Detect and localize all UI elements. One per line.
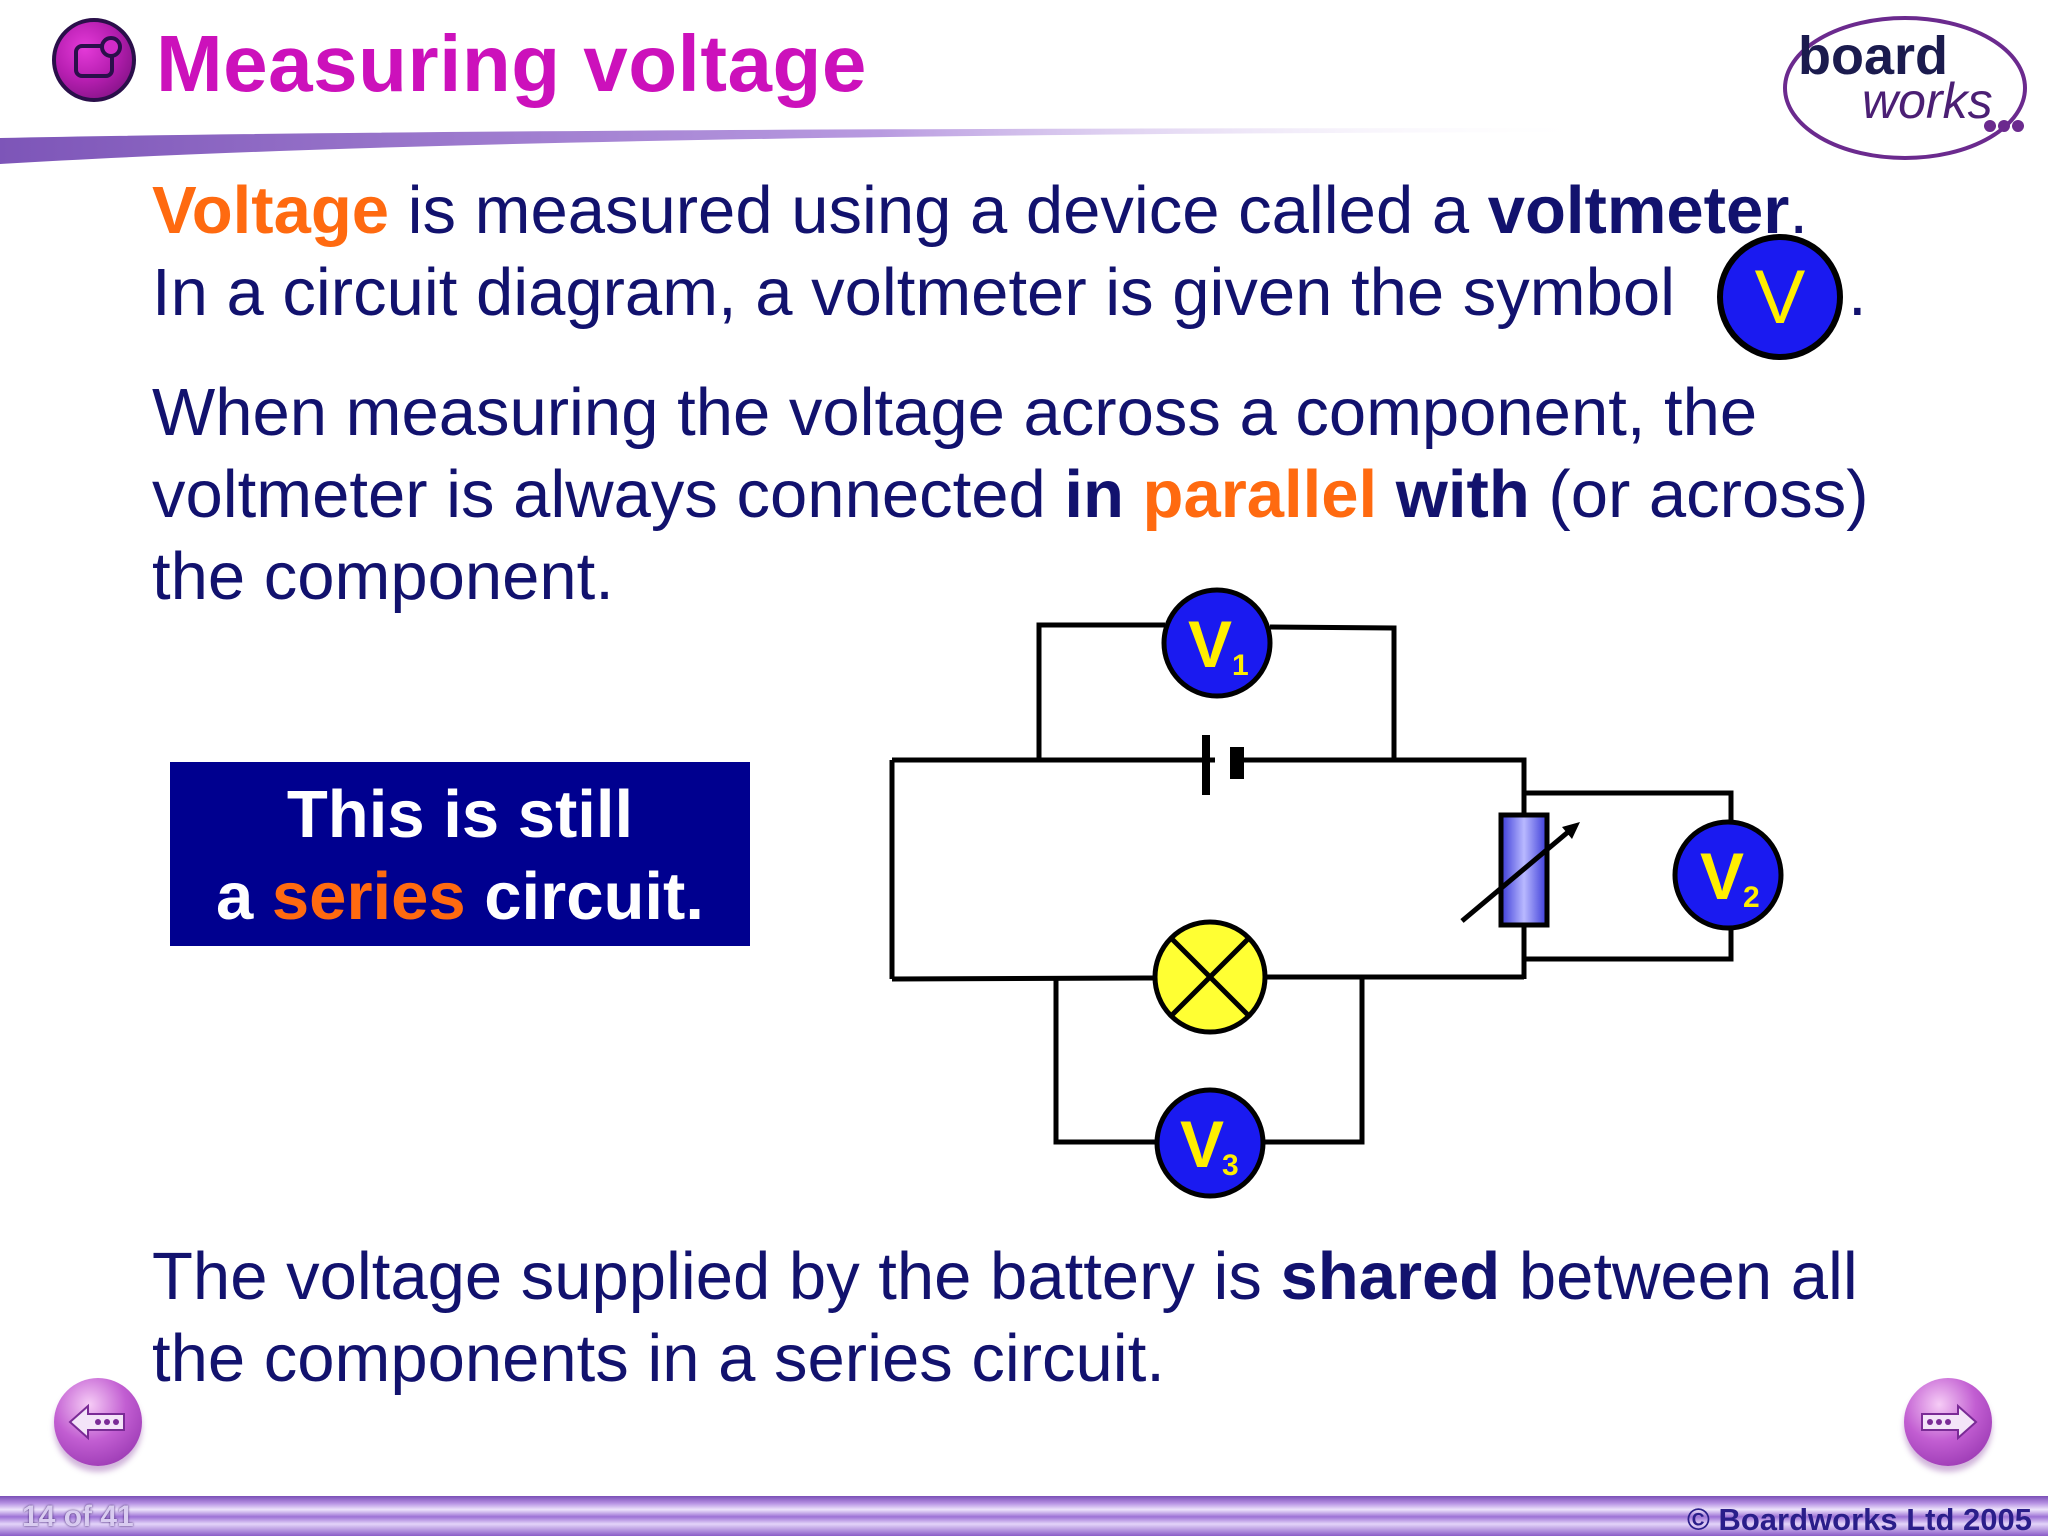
voltmeter-v2-icon: V 2: [1672, 819, 1784, 931]
v2-wire-top: [1524, 790, 1734, 830]
logo-board-text: board: [1798, 26, 1948, 86]
page-title: Measuring voltage: [156, 19, 867, 108]
voltage-term: Voltage: [152, 173, 390, 248]
wire-top-right: [1235, 757, 1527, 979]
v2-sub: 2: [1743, 881, 1760, 914]
voltmeter-symbol: V: [1717, 234, 1843, 360]
v3-wire-right: [1262, 977, 1365, 1145]
shared-line-2: the components in a series circuit.: [152, 1321, 1165, 1396]
series-circuit-box: This is still a series circuit.: [170, 762, 750, 946]
parallel-line-2: voltmeter is always connected in paralle…: [152, 457, 1869, 532]
boardworks-logo: board works: [1783, 16, 2027, 160]
v1-sub: 1: [1232, 649, 1249, 682]
voltmeter-term: voltmeter: [1487, 173, 1790, 248]
title-divider: [0, 128, 1600, 164]
parallel-line-3: the component.: [152, 539, 614, 614]
shared-term: shared: [1280, 1239, 1501, 1314]
footer-bar: [0, 1496, 2048, 1536]
v3-label: V: [1180, 1107, 1224, 1181]
v1-wire-left: [1036, 622, 1165, 760]
logo-works-text: works: [1862, 73, 1993, 129]
page-number: 14 of 41: [22, 1500, 134, 1533]
battery-icon: [1202, 735, 1244, 795]
lamp-icon: [1152, 919, 1268, 1035]
v1-wire-right: [1269, 624, 1397, 760]
v3-sub: 3: [1222, 1149, 1239, 1182]
voltmeter-v1-icon: V 1: [1161, 587, 1273, 699]
previous-slide-button[interactable]: [54, 1378, 142, 1466]
variable-resistor-icon: [1460, 812, 1580, 928]
v3-wire-left: [1053, 978, 1160, 1145]
v1-label: V: [1188, 607, 1232, 681]
wire-bottom-left: [891, 975, 1156, 982]
chemistry-icon: [52, 18, 136, 102]
shared-line-1: The voltage supplied by the battery is s…: [152, 1239, 1858, 1314]
next-slide-button[interactable]: [1904, 1378, 1992, 1466]
v2-label: V: [1700, 839, 1744, 913]
v2-wire-bottom: [1524, 920, 1734, 962]
arrow-right-icon: [1921, 1403, 1978, 1441]
arrow-left-icon: [68, 1403, 125, 1441]
series-term: series: [271, 859, 466, 934]
parallel-line-1: When measuring the voltage across a comp…: [152, 375, 1758, 450]
copyright-notice: © Boardworks Ltd 2005: [1687, 1502, 2032, 1537]
intro-line-1: Voltage is measured using a device calle…: [152, 173, 1808, 248]
circuit-diagram: V 1 V 2 V 3: [889, 587, 1784, 1199]
voltmeter-v3-icon: V 3: [1154, 1087, 1266, 1199]
intro-line-2: In a circuit diagram, a voltmeter is giv…: [152, 255, 1676, 330]
intro-line-2-period: .: [1848, 255, 1867, 330]
parallel-term: parallel: [1142, 457, 1378, 532]
